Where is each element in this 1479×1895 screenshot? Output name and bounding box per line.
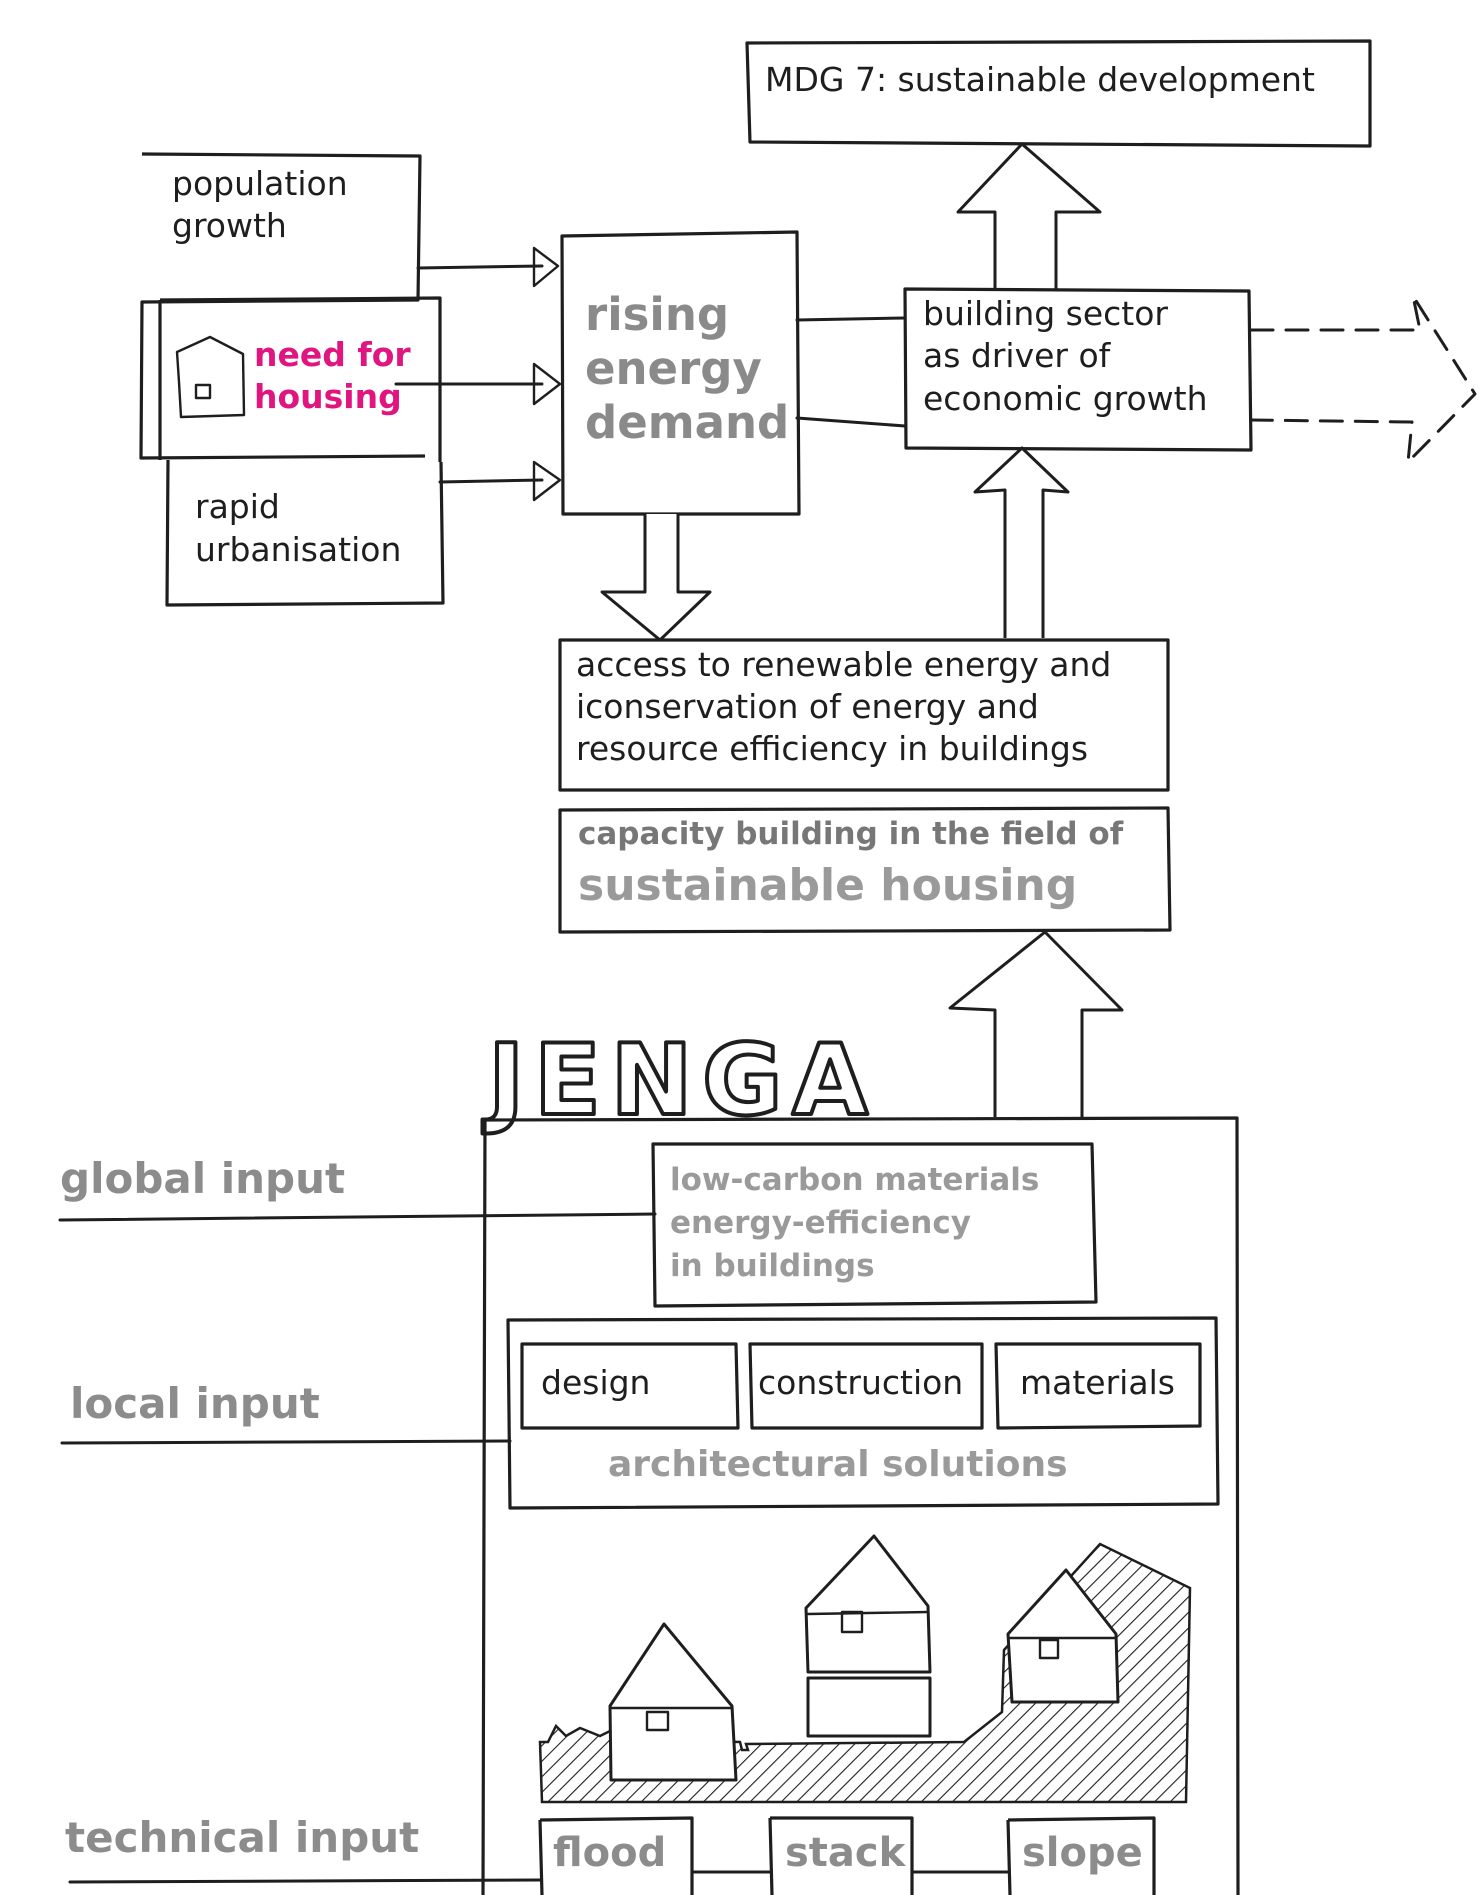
flood-house: [608, 1622, 738, 1782]
local-block: design construction materials architectu…: [506, 1316, 1220, 1510]
slope-house: [1006, 1568, 1120, 1704]
global-input-line: [58, 1212, 657, 1222]
slope-label: slope: [1022, 1830, 1143, 1876]
connector-bottom: [795, 416, 907, 428]
access-renewable-label: access to renewable energy and iconserva…: [576, 645, 1122, 768]
technical-illustration: [538, 1534, 1192, 1804]
arrow-access-to-building: [973, 446, 1070, 638]
construction-label: construction: [758, 1363, 963, 1402]
design-label: design: [541, 1363, 650, 1402]
connector-top: [795, 316, 907, 322]
capacity-building-box: capacity building in the field of sustai…: [558, 806, 1172, 934]
capacity-building-label: capacity building in the field of: [578, 816, 1124, 852]
ground-hatch: [538, 1542, 1192, 1804]
design-box: design: [520, 1342, 740, 1430]
population-growth-box: population growth: [139, 152, 426, 460]
mdg-box: MDG 7: sustainable development: [745, 39, 1372, 148]
mdg-label: MDG 7: sustainable development: [765, 60, 1315, 99]
stack-house: [804, 1534, 932, 1738]
technical-items: flood stack slope: [538, 1816, 1156, 1895]
rising-energy-demand-label: rising energy demand: [585, 288, 789, 449]
materials-label: materials: [1020, 1363, 1175, 1402]
slope-box: slope: [1006, 1816, 1156, 1895]
jenga-frame: [481, 1116, 1240, 1895]
rapid-urbanisation-label: rapid urbanisation: [195, 487, 401, 569]
local-input-label: local input: [70, 1379, 320, 1428]
arrow-jenga-to-capacity: [948, 930, 1124, 1117]
materials-box: materials: [994, 1342, 1202, 1430]
house-icon: [175, 335, 246, 419]
population-growth-label: population growth: [172, 164, 358, 245]
sustainable-housing-label: sustainable housing: [578, 860, 1077, 911]
global-input-label: global input: [60, 1154, 345, 1203]
rising-energy-demand-box: rising energy demand: [560, 230, 801, 516]
technical-input-line: [68, 1878, 542, 1884]
building-sector-label: building sector as driver of economic gr…: [923, 294, 1208, 418]
driver-arrows: [394, 246, 562, 502]
construction-box: construction: [748, 1342, 984, 1430]
building-sector-box: building sector as driver of economic gr…: [903, 287, 1253, 452]
architectural-solutions-label: architectural solutions: [608, 1444, 1068, 1485]
arrow-energy-to-access: [600, 514, 712, 642]
access-renewable-box: access to renewable energy and iconserva…: [558, 638, 1170, 792]
rapid-urbanisation-box: rapid urbanisation: [165, 459, 445, 607]
stack-box: stack: [768, 1816, 914, 1895]
technical-input-label: technical input: [65, 1813, 419, 1862]
flood-label: flood: [553, 1830, 666, 1876]
global-block: low-carbon materials energy-efficiency i…: [651, 1142, 1098, 1308]
arrow-to-mdg: [956, 142, 1102, 289]
need-for-housing-label: need for housing: [254, 335, 422, 416]
local-input-line: [60, 1439, 512, 1445]
stack-label: stack: [785, 1830, 907, 1876]
outgoing-dashed-arrow: [1249, 294, 1477, 464]
need-for-housing-box: need for housing: [158, 296, 442, 462]
flood-box: flood: [538, 1816, 694, 1895]
global-block-label: low-carbon materials energy-efficiency i…: [670, 1162, 1050, 1284]
